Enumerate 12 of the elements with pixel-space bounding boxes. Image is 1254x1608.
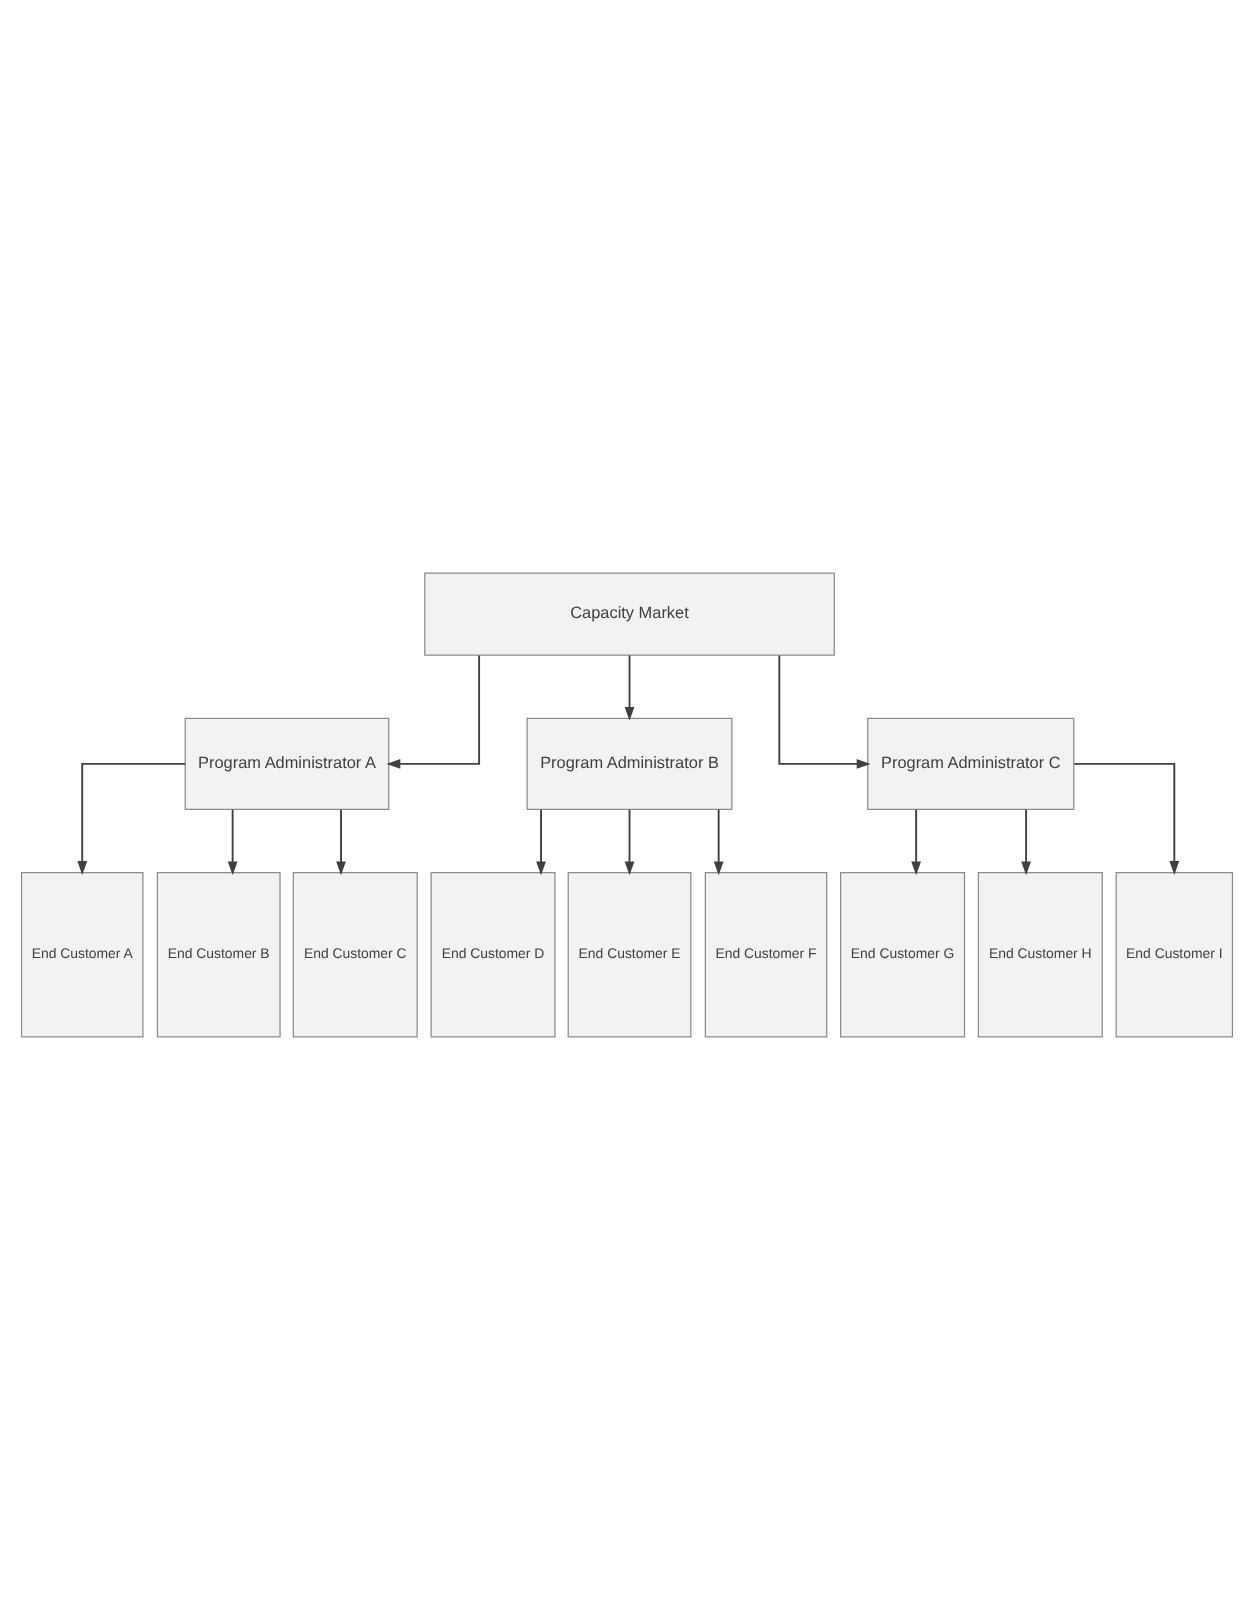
arrow [778,653,871,768]
arrow [624,807,635,875]
arrow [227,807,238,875]
arrow [77,761,187,875]
arrow [536,807,546,875]
arrow [1073,761,1180,875]
arrow [386,653,481,768]
arrow [336,807,346,875]
arrow [911,807,921,875]
arrow [624,653,635,720]
arrow [713,807,724,875]
arrow [1021,807,1031,875]
